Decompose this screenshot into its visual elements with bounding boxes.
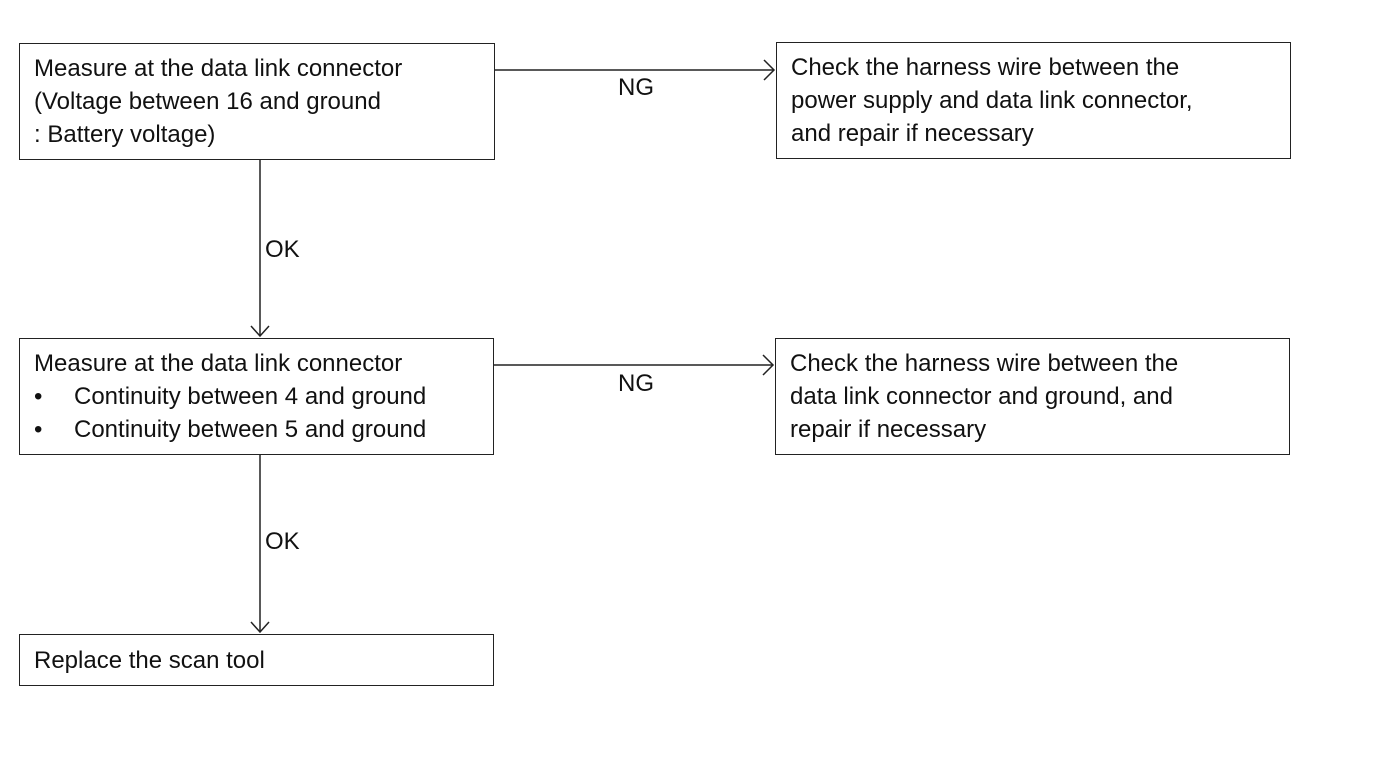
step-box-measure-continuity: Measure at the data link connector • Con… <box>19 338 494 455</box>
box-text-line: Check the harness wire between the <box>791 54 1180 81</box>
box-text-line: (Voltage between 16 and ground <box>34 88 381 115</box>
box-text-line: Replace the scan tool <box>34 647 265 674</box>
box-text-line: and repair if necessary <box>791 120 1034 147</box>
box-text-line: repair if necessary <box>790 416 987 443</box>
arrowhead-down-icon <box>250 325 270 338</box>
box-text-line: Measure at the data link connector <box>34 55 403 82</box>
box-heading: Measure at the data link connector <box>34 350 403 377</box>
arrowhead-right-icon <box>763 59 776 81</box>
box-text-line: power supply and data link connector, <box>791 87 1193 114</box>
box-text-line: Check the harness wire between the <box>790 350 1179 377</box>
connector-label-ng-bottom: NG <box>618 370 654 397</box>
arrowhead-down-icon <box>250 621 270 634</box>
connector-label-ng-top: NG <box>618 74 654 101</box>
box-text-line: data link connector and ground, and <box>790 383 1173 410</box>
bullet-dot-icon: • <box>34 416 43 443</box>
connector-label-ok-bottom: OK <box>265 528 300 555</box>
step-box-replace-scan-tool: Replace the scan tool <box>19 634 494 686</box>
bullet-item: • Continuity between 5 and ground <box>34 413 479 446</box>
connector-label-ok-top: OK <box>265 236 300 263</box>
bullet-item: • Continuity between 4 and ground <box>34 380 479 413</box>
step-box-check-ground-harness: Check the harness wire between the data … <box>775 338 1290 455</box>
bullet-dot-icon: • <box>34 383 43 410</box>
bullet-text: Continuity between 4 and ground <box>74 383 427 410</box>
arrowhead-right-icon <box>762 354 775 376</box>
box-text-line: : Battery voltage) <box>34 121 216 148</box>
step-box-check-power-harness: Check the harness wire between the power… <box>776 42 1291 159</box>
bullet-text: Continuity between 5 and ground <box>74 416 427 443</box>
step-box-measure-voltage: Measure at the data link connector (Volt… <box>19 43 495 160</box>
